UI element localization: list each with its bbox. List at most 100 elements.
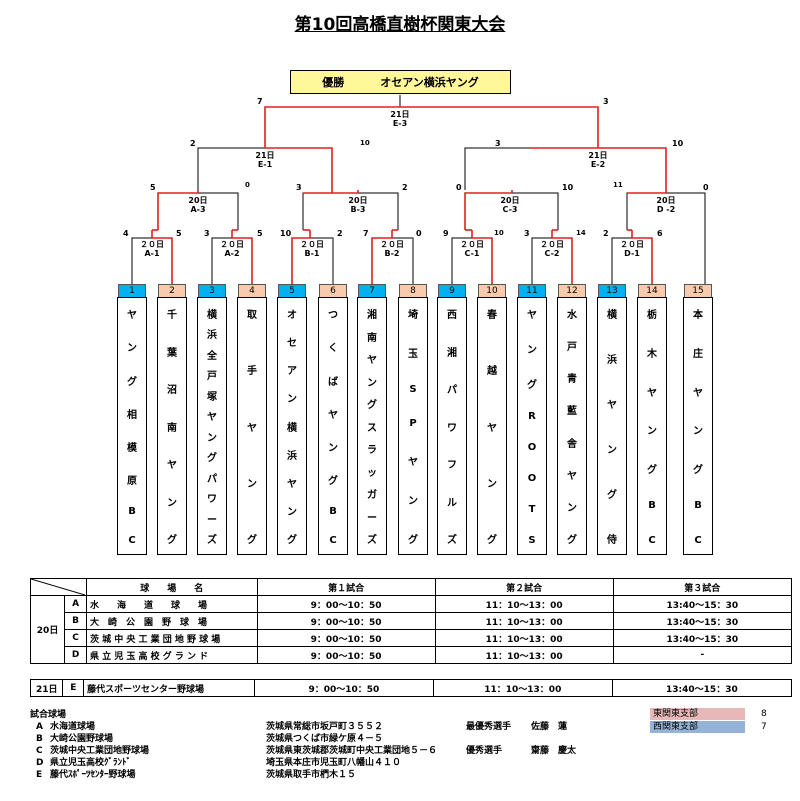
team-name-char: ヤ xyxy=(127,310,137,321)
team-name-char: ン xyxy=(367,377,377,389)
team-name-char: ン xyxy=(647,426,657,438)
game1-time: 9：00～10：50 xyxy=(256,612,436,630)
semi2-score-right: 10 xyxy=(672,139,684,148)
team-name-char: 相 xyxy=(127,409,137,421)
game2-time: 11：10～13：00 xyxy=(434,646,614,664)
team-number: 12 xyxy=(558,284,586,298)
team-name-char: パ xyxy=(207,473,217,485)
team-name: 水戸青藍舎ヤング xyxy=(558,306,586,546)
qf4-day: 20日 xyxy=(656,196,676,205)
schedule-table-day21: 21日 E 藤代スポーツセンター野球場 9：00～10：50 11：10～13：… xyxy=(29,679,793,697)
team-name-char: グ xyxy=(408,534,418,546)
team-name-char: ン xyxy=(487,478,497,490)
venue-code: B xyxy=(64,612,87,630)
r1-b2-score-left: 7 xyxy=(363,229,369,238)
team-number: 3 xyxy=(198,284,226,298)
team-name-char: グ xyxy=(367,400,377,411)
team-name-char: く xyxy=(328,343,338,355)
venue-name: 大 崎 公 園 野 球 場 xyxy=(85,612,258,630)
team-name-char: 全 xyxy=(207,350,217,362)
r1-b1-code: B-1 xyxy=(304,249,320,258)
venue-name: 県 立 児 玉 高 校 グ ラ ン ド xyxy=(85,646,258,664)
team-name-char: 青 xyxy=(567,374,577,386)
team-number: 1 xyxy=(118,284,146,298)
team-name-char: ン xyxy=(287,506,297,518)
team-name-char: パ xyxy=(447,385,457,396)
team-name-char: オ xyxy=(287,310,297,321)
team-number: 10 xyxy=(478,284,506,298)
team-name-box: 春越ヤング xyxy=(477,297,507,555)
team-name-box: 取手ヤング xyxy=(237,297,267,555)
team-name-char: ワ xyxy=(207,494,217,506)
r1-d1-score-left: 2 xyxy=(603,229,609,238)
team-name-char: T xyxy=(528,504,536,515)
table-row: B 大 崎 公 園 野 球 場 9：00～10：50 11：10～13：00 1… xyxy=(31,612,793,630)
r1-b2-score-right: 0 xyxy=(416,229,422,238)
team-name-char: B xyxy=(694,500,702,512)
team-name: 春越ヤング xyxy=(478,306,506,546)
table-row: 21日 E 藤代スポーツセンター野球場 9：00～10：50 11：10～13：… xyxy=(29,679,793,697)
team-name-box: 水戸青藍舎ヤング xyxy=(557,297,587,555)
schedule-header-g1: 第１試合 xyxy=(256,578,436,596)
team-name-char: 湘 xyxy=(367,310,377,321)
semi1-code: E-1 xyxy=(257,160,273,169)
qf1-score-left: 5 xyxy=(150,183,156,192)
r1-c1-score-right: 10 xyxy=(494,229,504,237)
team-name-char: ン xyxy=(607,445,617,456)
team-name-char: グ xyxy=(693,465,703,477)
qf2-day: 20日 xyxy=(348,196,368,205)
team-name-char: フ xyxy=(447,460,457,471)
team-name-char: グ xyxy=(607,490,617,501)
team-number: 8 xyxy=(399,284,427,298)
r1-a1-score-right: 5 xyxy=(176,229,182,238)
qf4-score-left: 11 xyxy=(613,181,623,189)
bracket-lines xyxy=(131,95,706,284)
qf2-code: B-3 xyxy=(350,205,366,214)
team-name-char: ヤ xyxy=(367,355,377,366)
team-name-char: 春 xyxy=(487,310,497,321)
team-name-char: 藍 xyxy=(567,406,577,418)
team-number: 13 xyxy=(598,284,626,298)
team-name-char: 手 xyxy=(247,366,257,378)
team-name-char: 沼 xyxy=(167,385,177,396)
team-name: オセアン横浜ヤング xyxy=(278,306,306,546)
team-name-char: 横 xyxy=(287,422,297,434)
team-name-char: ヤ xyxy=(527,310,537,321)
team-name-char: 横 xyxy=(207,310,217,321)
team-name-char: 取 xyxy=(247,310,257,321)
team-name: 西湘パワフルズ xyxy=(438,306,466,546)
team-name-char: R xyxy=(528,411,536,422)
game3-time: 13:40～15：30 xyxy=(612,629,793,647)
team-name-char: ヤ xyxy=(247,422,257,434)
schedule-header-g3: 第３試合 xyxy=(612,578,793,596)
team-name: 千葉沼南ヤング xyxy=(158,306,186,546)
team-name-char: 湘 xyxy=(447,347,457,359)
r1-a2-score-right: 5 xyxy=(257,229,263,238)
team-name-char: ガ xyxy=(367,490,377,501)
team-name-char: ヤ xyxy=(287,478,297,490)
team-name-char: 越 xyxy=(487,366,497,378)
game1-time: 9：00～10：50 xyxy=(256,629,436,647)
game1-time: 9：00～10：50 xyxy=(256,595,436,613)
team-name-char: ン xyxy=(693,426,703,438)
team-name-box: 横浜ヤング侍 xyxy=(597,297,627,555)
final-score-right: 3 xyxy=(603,97,609,106)
team-name-char: ヤ xyxy=(647,387,657,399)
table-row: D 県 立 児 玉 高 校 グ ラ ン ド 9：00～10：50 11：10～1… xyxy=(31,646,793,664)
team-name-char: グ xyxy=(207,453,217,465)
qf3-code: C-3 xyxy=(502,205,518,214)
r1-a1-code: A-1 xyxy=(144,249,160,258)
game3-time: 13:40～15：30 xyxy=(612,595,793,613)
game3-time: 13:40～15：30 xyxy=(611,679,793,697)
team-name-char: つ xyxy=(328,310,338,321)
team-name-char: ヤ xyxy=(408,457,418,469)
game2-time: 11：10～13：00 xyxy=(434,612,614,630)
team-name-char: ル xyxy=(447,497,457,509)
r1-c2-score-right: 14 xyxy=(576,229,586,237)
